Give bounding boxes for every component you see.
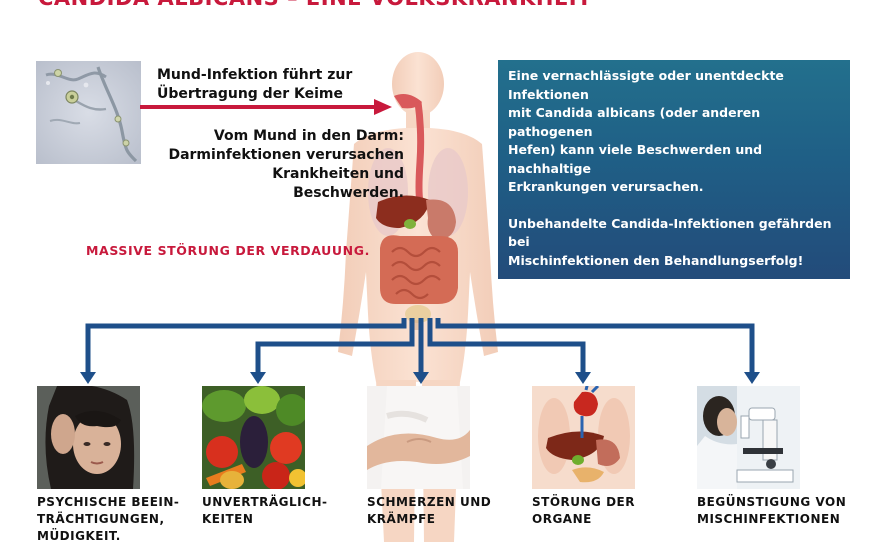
category-caption-unvertraeglich: UNVERTRÄGLICH- KEITEN <box>202 494 327 528</box>
caption-line: BEGÜNSTIGUNG VON <box>697 495 847 509</box>
candida-microscope-image <box>36 61 141 164</box>
vegetables-photo <box>202 386 305 489</box>
category-caption-misch: BEGÜNSTIGUNG VON MISCHINFEKTIONEN <box>697 494 846 528</box>
info-paragraph-2: Unbehandelte Candida-Infektionen gefährd… <box>508 215 842 271</box>
info-line: Mischinfektionen den Behandlungserfolg! <box>508 252 804 268</box>
info-line: Partnerbehandlung. <box>508 344 650 360</box>
caption-line: STÖRUNG DER <box>532 495 635 509</box>
caption-line: ORGANE <box>532 512 592 526</box>
gut-infection-caption: Vom Mund in den Darm: Darminfektionen ve… <box>168 127 404 203</box>
caption-line: PSYCHISCHE BEEIN- <box>37 495 180 509</box>
tired-woman-photo <box>37 386 140 489</box>
info-line: mit Candida albicans (oder anderen patho… <box>508 105 761 139</box>
lab-microscope-photo <box>697 386 800 489</box>
info-line: Unbehandelte Candida-Infektionen gefährd… <box>508 215 832 250</box>
info-line: von Wiederansteckung („Ping-Pong-Effekt“… <box>508 307 821 342</box>
info-line: Erkrankungen verursachen. <box>508 179 704 194</box>
gut-caption-line: Vom Mund in den Darm: <box>213 128 404 144</box>
branch-arrows <box>0 318 880 388</box>
caption-line: KEITEN <box>202 512 254 526</box>
gut-caption-line: Darminfektionen verursachen <box>168 147 404 163</box>
abdominal-pain-photo <box>367 386 470 489</box>
caption-line: MISCHINFEKTIONEN <box>697 512 841 526</box>
page-title: CANDIDA ALBICANS – EINE VOLKSKRANKHEIT <box>38 0 592 10</box>
info-box: Eine vernachlässigte oder unentdeckte In… <box>498 60 850 360</box>
caption-line: TRÄCHTIGUNGEN, <box>37 512 165 526</box>
category-caption-organe: STÖRUNG DER ORGANE <box>532 494 635 528</box>
info-line: Hefen) kann viele Beschwerden und nachha… <box>508 142 763 176</box>
info-line: Candida-Infektionen erfordern zur Vermei… <box>508 289 840 304</box>
mouth-caption-line: Mund-Infektion führt zur <box>157 67 353 83</box>
digestion-disturbance-label: MASSIVE STÖRUNG DER VERDAUUNG. <box>86 243 370 258</box>
category-caption-schmerzen: SCHMERZEN UND KRÄMPFE <box>367 494 491 528</box>
caption-line: UNVERTRÄGLICH- <box>202 495 328 509</box>
mouth-caption-line: Übertragung der Keime <box>157 86 343 102</box>
caption-line: MÜDIGKEIT. <box>37 529 121 543</box>
info-line: Eine vernachlässigte oder unentdeckte In… <box>508 68 784 102</box>
caption-line: SCHMERZEN UND <box>367 495 492 509</box>
organs-illustration <box>532 386 635 489</box>
mouth-infection-caption: Mund-Infektion führt zur Übertragung der… <box>157 66 352 104</box>
caption-line: KRÄMPFE <box>367 512 436 526</box>
info-paragraph-1: Eine vernachlässigte oder unentdeckte In… <box>508 67 842 197</box>
gut-caption-line: Krankheiten und Beschwerden. <box>272 166 404 201</box>
info-paragraph-3: Candida-Infektionen erfordern zur Vermei… <box>508 288 842 362</box>
category-caption-psychisch: PSYCHISCHE BEEIN- TRÄCHTIGUNGEN, MÜDIGKE… <box>37 494 179 545</box>
transmission-arrow <box>140 98 392 116</box>
